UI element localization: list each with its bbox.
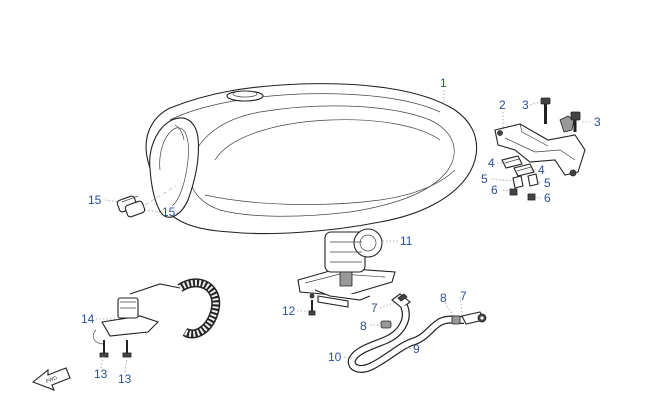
callout-13: 13 [118,372,132,386]
callout-3: 3 [522,98,529,112]
rubber-block-right [513,163,535,177]
mounting-bracket [494,115,586,177]
callout-1: 1 [440,76,447,90]
callout-15: 15 [162,205,176,219]
callout-9: 9 [413,342,420,356]
nut-left [509,188,518,196]
bolt-top [540,97,551,124]
callout-5: 5 [544,176,551,190]
callout-3: 3 [594,115,601,129]
bolt-side [570,111,581,132]
collar-right [527,173,539,187]
callout-8: 8 [440,291,447,305]
callout-10: 10 [328,350,342,364]
callout-11: 11 [400,234,413,248]
callout-7: 7 [371,301,378,315]
hose-clamp-right [451,315,461,325]
screw-sender-right [122,340,132,358]
hose-clamp-left [380,320,392,329]
callout-6: 6 [491,183,498,197]
callout-labels: 1 2 3 3 4 4 5 5 6 6 7 7 8 8 9 10 11 12 1… [81,76,601,386]
collar-left [512,175,524,189]
rubber-block-left [501,155,523,169]
forward-arrow-icon: FWD [31,367,71,391]
fuel-hose [347,304,465,373]
hose-fitting [461,311,487,325]
leader-lines [96,90,590,373]
fuel-level-sender [92,278,221,345]
nut-right [527,193,536,201]
callout-4: 4 [538,163,545,177]
fuel-pump-assembly [297,228,396,308]
callout-4: 4 [488,156,495,170]
callout-2: 2 [499,98,506,112]
callout-12: 12 [282,304,296,318]
bumper-link-line [144,185,177,206]
callout-5: 5 [481,172,488,186]
screw-pump [308,300,316,316]
callout-13: 13 [94,367,108,381]
callout-7: 7 [460,289,467,303]
callout-15: 15 [88,193,102,207]
rubber-bumper-left [116,195,146,218]
callout-6: 6 [544,191,551,205]
callout-14: 14 [81,312,95,326]
direction-label: FWD [45,375,58,385]
quick-connector [391,293,411,309]
callout-8: 8 [360,319,367,333]
screw-sender-left [99,340,109,358]
fuel-tank [145,83,478,235]
